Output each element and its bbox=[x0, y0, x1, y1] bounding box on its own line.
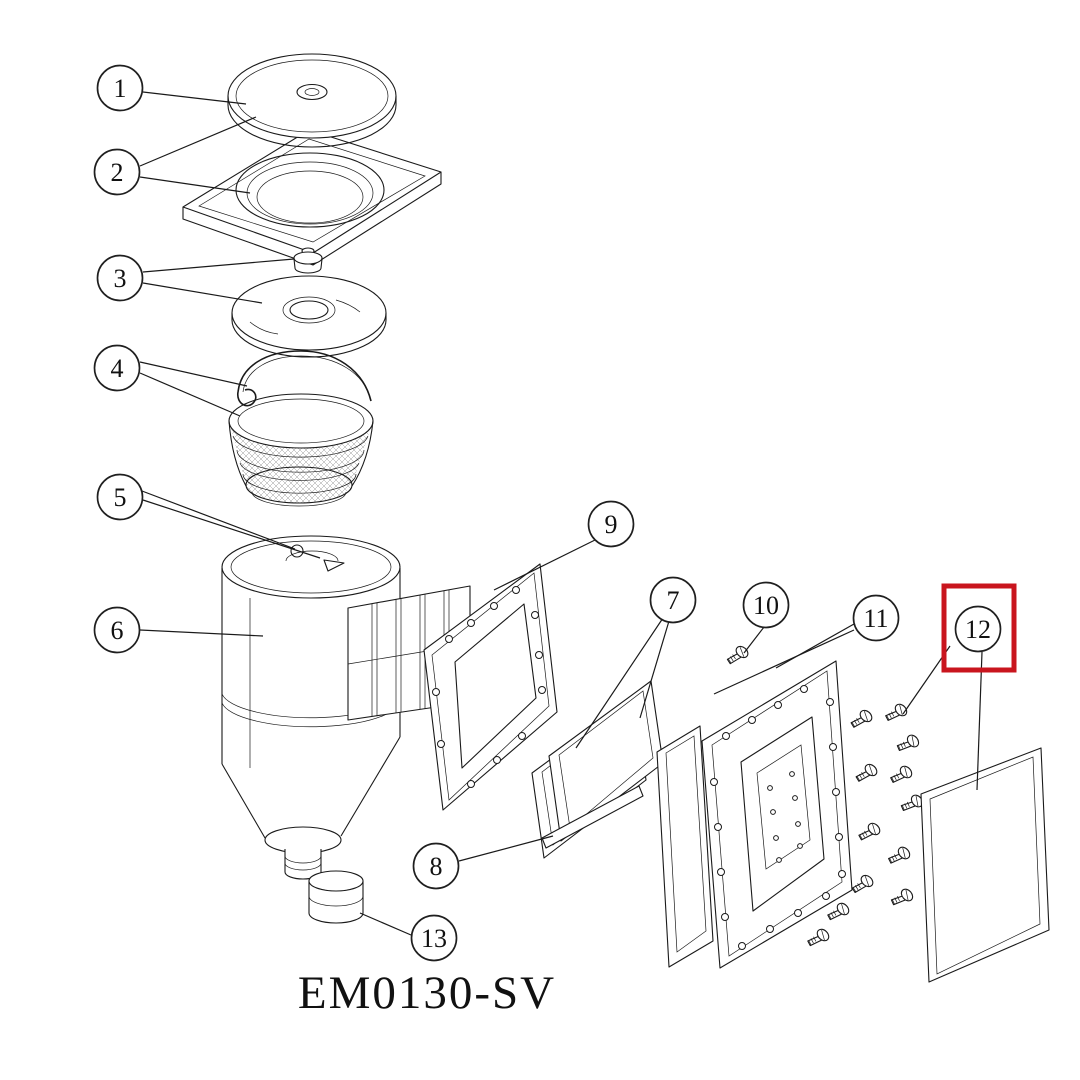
callout-5: 5 bbox=[96, 473, 144, 521]
callout-13: 13 bbox=[410, 914, 458, 962]
callout-10: 10 bbox=[742, 581, 790, 629]
callout-13-label: 13 bbox=[421, 924, 447, 953]
callout-2-label: 2 bbox=[111, 158, 124, 187]
callout-12-label: 12 bbox=[965, 615, 991, 644]
highlight-box-part-12 bbox=[941, 583, 1017, 673]
callout-6-label: 6 bbox=[111, 616, 124, 645]
part-9-mounting-flange bbox=[423, 563, 558, 811]
callout-8-label: 8 bbox=[430, 852, 443, 881]
callout-1: 1 bbox=[96, 64, 144, 112]
callout-9: 9 bbox=[587, 500, 635, 548]
callout-11-label: 11 bbox=[863, 604, 888, 633]
part-11-faceplate-frame bbox=[656, 660, 853, 969]
callout-10-label: 10 bbox=[753, 591, 779, 620]
callout-6: 6 bbox=[93, 606, 141, 654]
callout-2: 2 bbox=[93, 148, 141, 196]
part-13-collar bbox=[308, 870, 364, 924]
part-8-weir-strip bbox=[541, 785, 644, 849]
callout-8: 8 bbox=[412, 842, 460, 890]
callout-4-label: 4 bbox=[111, 354, 124, 383]
part-12-cover-panel bbox=[920, 747, 1050, 983]
callout-7-label: 7 bbox=[667, 586, 680, 615]
part-1-lid bbox=[227, 53, 397, 148]
callout-5-label: 5 bbox=[114, 483, 127, 512]
callout-1-label: 1 bbox=[114, 74, 127, 103]
callout-7: 7 bbox=[649, 576, 697, 624]
part-4-basket bbox=[228, 350, 374, 507]
callout-4: 4 bbox=[93, 344, 141, 392]
callout-11: 11 bbox=[852, 594, 900, 642]
callout-12: 12 bbox=[954, 605, 1002, 653]
callout-3-label: 3 bbox=[114, 264, 127, 293]
leader-lines bbox=[139, 91, 983, 936]
part-10-screw bbox=[725, 643, 751, 670]
part-2-deck-frame bbox=[182, 129, 442, 266]
part-3-knob-and-plate bbox=[231, 247, 387, 358]
model-code: EM0130-SV bbox=[298, 967, 556, 1019]
callout-3: 3 bbox=[96, 254, 144, 302]
callout-9-label: 9 bbox=[605, 510, 618, 539]
